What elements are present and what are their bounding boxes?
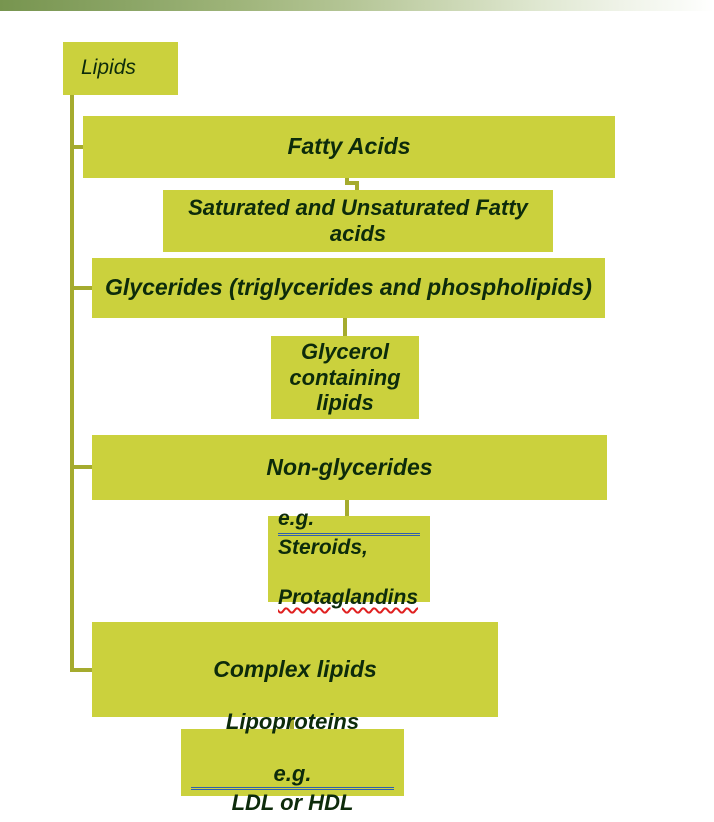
node-steroids-prostaglandins[interactable]: e.g. Steroids, Protaglandins xyxy=(268,507,430,609)
node-non-glycerides-label: Non-glycerides xyxy=(266,453,433,480)
node-saturated-unsaturated-fatty-acids[interactable]: Saturated and Unsaturated Fatty acids xyxy=(163,190,553,252)
node-glycerol-containing-lipids[interactable]: Glycerol containing lipids xyxy=(271,336,419,419)
node-fatty-acids[interactable]: Fatty Acids xyxy=(83,116,615,178)
connector-stub-complex-lipids xyxy=(70,668,95,672)
node-saturated-unsaturated-label: Saturated and Unsaturated Fatty acids xyxy=(188,195,528,246)
grammar-flagged-eg-lipoproteins: e.g. xyxy=(191,761,394,791)
connector-spine-vertical xyxy=(70,95,74,672)
spelling-flagged-protaglandins: Protaglandins xyxy=(278,585,419,609)
node-lipoproteins-line1: Lipoproteins xyxy=(225,708,360,734)
connector-stub-non-glycerides xyxy=(70,465,95,469)
node-glycerides-label: Glycerides (triglycerides and phospholip… xyxy=(105,274,592,301)
node-lipoproteins-text: Lipoproteins e.g. LDL or HDL xyxy=(191,709,394,817)
connector-complexlipids-to-lipoproteins xyxy=(290,717,294,730)
connector-fattyacids-across xyxy=(345,181,359,185)
connector-stub-fatty-acids xyxy=(70,145,86,149)
node-lipids-label: Lipids xyxy=(81,56,136,80)
node-fatty-acids-label: Fatty Acids xyxy=(287,133,411,160)
grammar-flagged-eg-steroids: e.g. xyxy=(278,507,420,537)
node-lipids[interactable]: Lipids xyxy=(63,42,178,95)
connector-nonglycerides-to-steroids xyxy=(345,500,349,517)
connector-glycerides-to-glycerol xyxy=(343,318,347,336)
node-glycerol-containing-lipids-label: Glycerol containing lipids xyxy=(289,338,401,416)
connector-stub-glycerides xyxy=(70,286,95,290)
node-complex-lipids[interactable]: Complex lipids xyxy=(92,622,498,717)
node-glycerides[interactable]: Glycerides (triglycerides and phospholip… xyxy=(92,258,605,318)
node-steroids-rest: Steroids, xyxy=(278,536,368,560)
node-steroids-prostaglandins-text: e.g. Steroids, Protaglandins xyxy=(278,507,420,610)
node-lipoproteins-rest: LDL or HDL xyxy=(231,790,354,816)
node-non-glycerides[interactable]: Non-glycerides xyxy=(92,435,607,500)
decorative-top-banner xyxy=(0,0,714,11)
connector-fattyacids-down-b xyxy=(355,181,359,191)
node-lipoproteins[interactable]: Lipoproteins e.g. LDL or HDL xyxy=(181,709,404,815)
node-complex-lipids-label: Complex lipids xyxy=(213,655,377,682)
